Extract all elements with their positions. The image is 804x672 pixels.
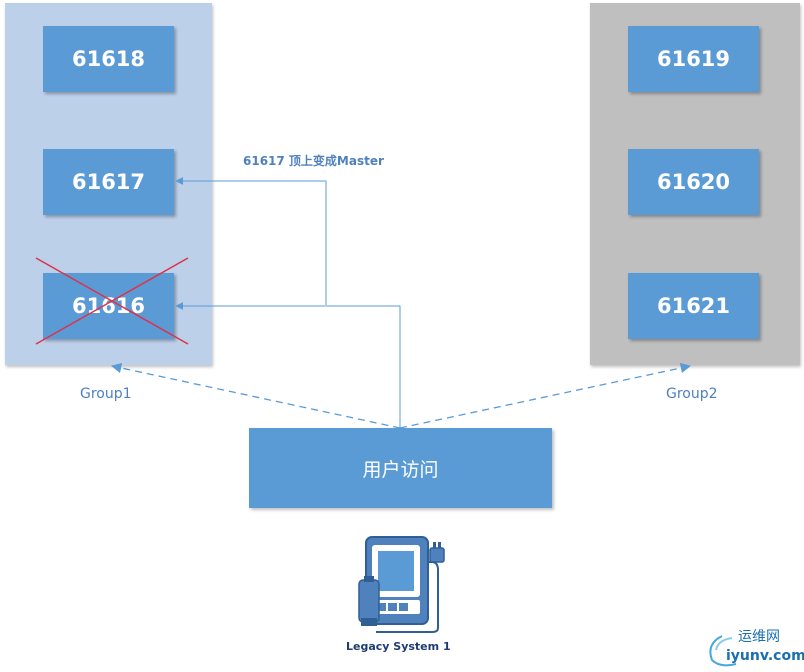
user-access-box: 用户访问 [249, 428, 552, 508]
node-61621: 61621 [628, 273, 759, 339]
node-61618: 61618 [43, 26, 174, 92]
node-61620: 61620 [628, 149, 759, 215]
group2-label: Group2 [666, 386, 718, 402]
group2-container: 61619 61620 61621 [590, 3, 800, 365]
watermark-text-cn: 运维网 [738, 629, 780, 645]
watermark-text-url: iyunv.com [726, 648, 804, 664]
node-61617: 61617 [43, 149, 174, 215]
failover-connector-61617 [175, 177, 327, 305]
legacy-system-label: Legacy System 1 [346, 640, 451, 653]
dashed-connector-group1 [110, 362, 401, 429]
usb-drive-device-icon [358, 536, 445, 633]
connector-user-to-61616 [175, 302, 401, 428]
node-61619: 61619 [628, 26, 759, 92]
failover-annotation: 61617 顶上变成Master [243, 154, 384, 168]
dashed-connector-group2 [399, 362, 692, 429]
group1-label: Group1 [80, 386, 132, 402]
watermark-logo-icon [709, 635, 737, 667]
failure-cross-icon [35, 257, 189, 345]
